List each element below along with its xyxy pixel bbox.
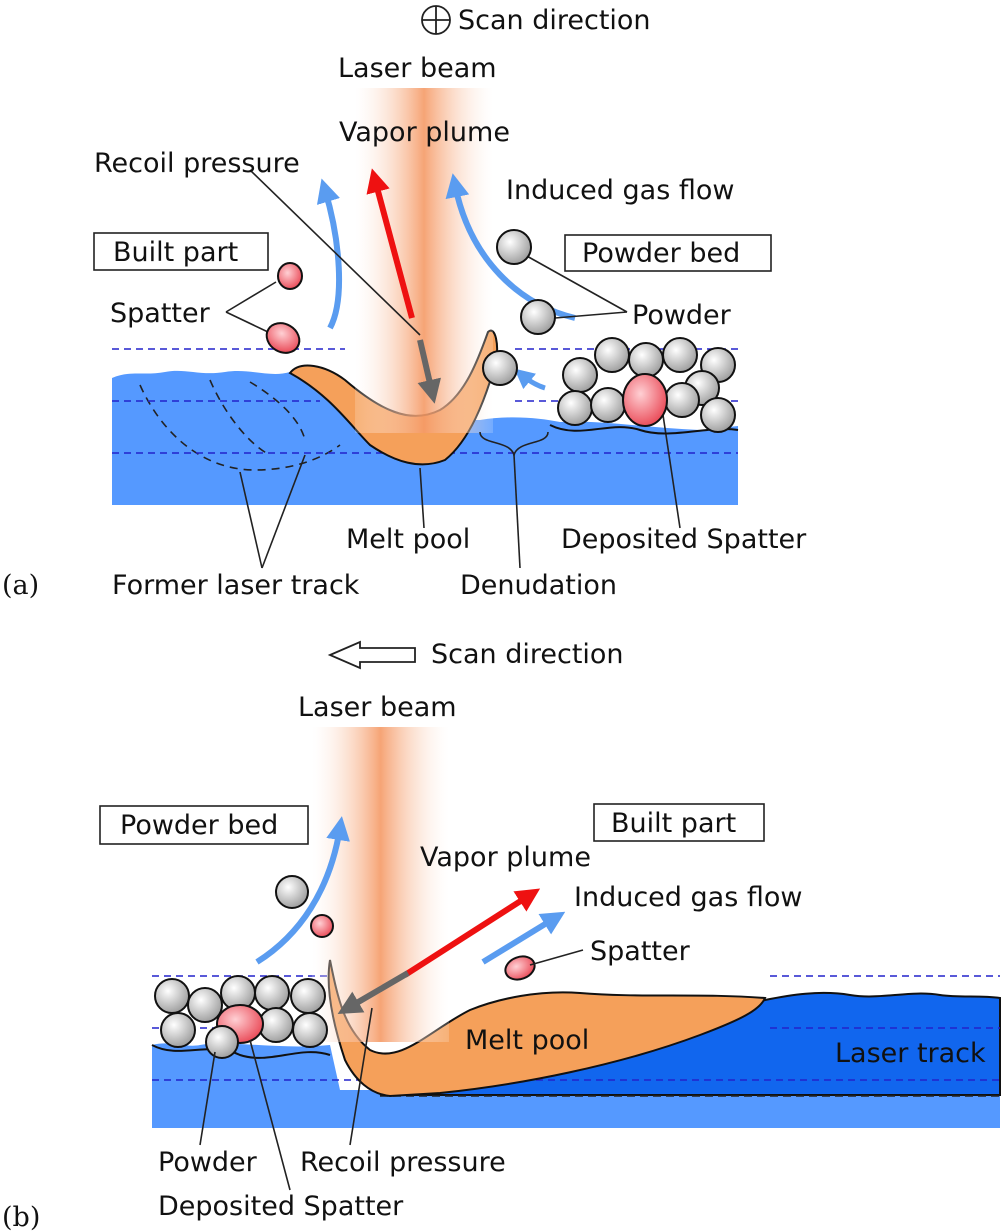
powder-label-a: Powder xyxy=(632,300,732,331)
former-leader-a1 xyxy=(239,471,263,569)
vapor-plume-label-a: Vapor plume xyxy=(339,117,510,148)
vapor-plume-arrow-a xyxy=(366,168,415,319)
powder-bed-box-a xyxy=(564,234,772,272)
laser-beam-label-a: Laser beam xyxy=(338,53,497,84)
spatter-particle-a2 xyxy=(265,322,301,354)
built-part-label-a: Built part xyxy=(113,237,238,268)
laser-beam-a xyxy=(355,88,493,433)
spatter-label-a: Spatter xyxy=(110,298,211,329)
laser-beam-label-b: Laser beam xyxy=(298,692,457,723)
melt-pool-b xyxy=(327,959,767,1098)
panel-a: Scan direction Laser beam xyxy=(2,5,807,601)
former-leader-a2 xyxy=(261,454,306,569)
denudation-label-a: Denudation xyxy=(460,570,617,601)
denudation-leader-a xyxy=(513,454,521,569)
powder-leader-a1 xyxy=(524,254,628,313)
gas-flow-arrow-b2 xyxy=(255,816,350,965)
melt-pool-label-b: Melt pool xyxy=(465,1025,589,1056)
panel-b: Scan direction Laser beam xyxy=(2,639,1001,1232)
powder-label-b: Powder xyxy=(158,1147,258,1178)
spatter-label-b: Spatter xyxy=(590,936,691,967)
powder-particle-b1 xyxy=(275,875,309,909)
induced-gas-flow-label-b: Induced gas flow xyxy=(574,882,802,913)
deposited-spatter-label-b: Deposited Spatter xyxy=(158,1191,404,1222)
powder-bed-box-b xyxy=(99,805,309,845)
vapor-plume-label-b: Vapor plume xyxy=(420,842,591,873)
powder-particle-a2 xyxy=(520,299,556,335)
recoil-arrow-b xyxy=(337,970,410,1015)
former-track-dash-2 xyxy=(209,379,271,456)
scan-direction-label-b: Scan direction xyxy=(431,639,624,670)
built-part-box-a xyxy=(93,232,269,271)
spatter-particle-b1 xyxy=(310,914,334,938)
scan-direction-into-icon xyxy=(421,5,451,35)
recoil-arrow-a xyxy=(417,339,441,404)
gas-flow-arrow-a3 xyxy=(514,368,546,391)
recoil-pressure-label-a: Recoil pressure xyxy=(94,148,300,179)
vapor-plume-arrow-b xyxy=(403,888,541,978)
spatter-leader-a2 xyxy=(225,311,269,333)
powder-bed-label-a: Powder bed xyxy=(582,238,740,269)
deposited-spatter-label-a: Deposited Spatter xyxy=(561,524,807,555)
laser-track-label-b: Laser track xyxy=(835,1038,986,1069)
laser-beam-b xyxy=(312,727,449,1042)
panel-label-a: (a) xyxy=(2,570,39,601)
induced-gas-flow-label-a: Induced gas flow xyxy=(506,175,734,206)
melt-pool-label-a: Melt pool xyxy=(346,524,470,555)
recoil-leader-a xyxy=(249,169,421,336)
spatter-particle-a1 xyxy=(277,262,303,290)
spatter-leader-b xyxy=(529,949,584,966)
powder-bed-particles-b xyxy=(151,975,331,1059)
built-part-box-b xyxy=(593,803,765,842)
scan-direction-left-arrow-icon xyxy=(327,640,416,670)
gas-flow-arrow-b1 xyxy=(481,911,566,965)
spatter-leader-a1 xyxy=(225,281,277,313)
powder-particle-a1 xyxy=(496,229,532,265)
built-part-label-b: Built part xyxy=(611,808,736,839)
deposited-spatter-a xyxy=(622,373,668,427)
recoil-leader-b xyxy=(349,1007,373,1146)
powder-bed-particles-a xyxy=(549,337,739,435)
deposited-leader-b xyxy=(249,1039,291,1191)
powder-particle-a3 xyxy=(482,350,518,386)
powder-leader-a2 xyxy=(554,311,628,319)
scan-direction-label-a: Scan direction xyxy=(458,5,651,36)
deposited-leader-a xyxy=(659,394,681,529)
panel-label-b: (b) xyxy=(2,1202,40,1232)
recoil-pressure-label-b: Recoil pressure xyxy=(300,1147,506,1178)
former-track-dash-3 xyxy=(249,381,306,441)
powder-leader-b xyxy=(199,1051,216,1146)
former-laser-track-label-a: Former laser track xyxy=(112,570,360,601)
meltpool-leader-a xyxy=(419,467,425,529)
powder-bed-label-b: Powder bed xyxy=(120,810,278,841)
former-track-dash-1 xyxy=(139,384,341,471)
gas-flow-arrow-a1 xyxy=(316,178,343,330)
spatter-particle-b2 xyxy=(504,955,536,981)
